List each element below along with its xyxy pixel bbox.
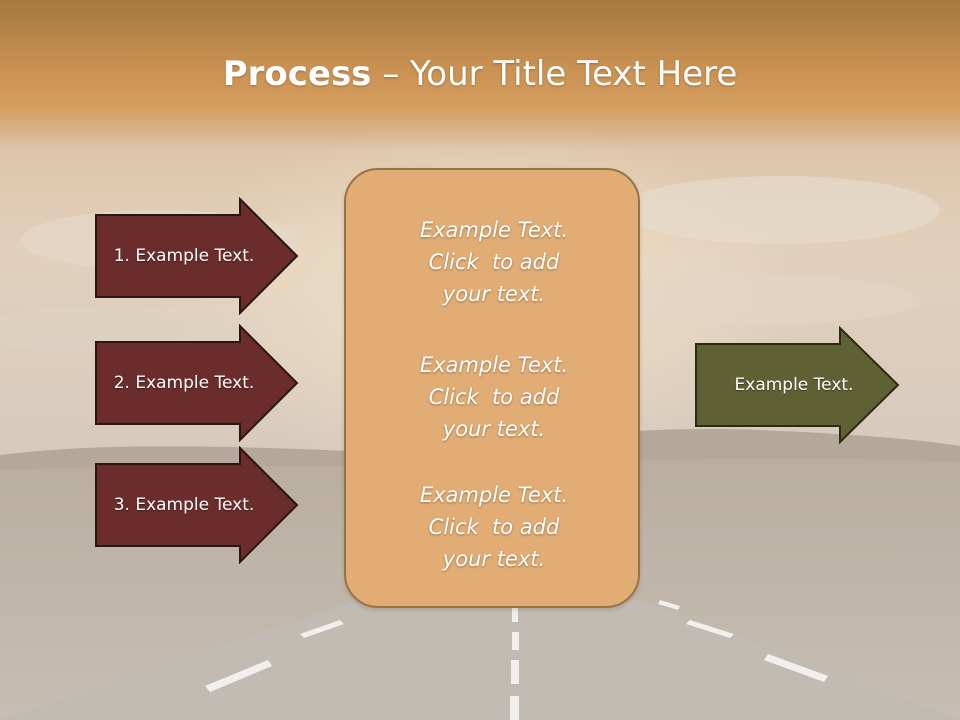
center-text-block-1: Example Text. Click to add your text. bbox=[346, 214, 642, 310]
right-arrow[interactable]: Example Text. bbox=[694, 326, 900, 444]
arrow-shape bbox=[95, 197, 299, 315]
title-bold-text: Process bbox=[222, 54, 372, 94]
center-line: Example Text. bbox=[419, 483, 569, 507]
arrow-shape bbox=[95, 324, 299, 442]
arrow-shape bbox=[695, 326, 900, 444]
left-arrow-1[interactable]: 1. Example Text. bbox=[94, 197, 299, 315]
center-line: Example Text. bbox=[419, 218, 569, 242]
left-arrow-label: 2. Example Text. bbox=[113, 373, 255, 393]
slide-title[interactable]: Process – Your Title Text Here bbox=[0, 52, 960, 96]
center-text-box[interactable]: Example Text. Click to add your text. Ex… bbox=[344, 168, 640, 608]
title-band bbox=[0, 0, 960, 150]
center-line: your text. bbox=[442, 547, 546, 571]
left-arrow-3[interactable]: 3. Example Text. bbox=[94, 446, 299, 564]
right-arrow-label: Example Text. bbox=[734, 375, 854, 395]
center-line: Click to add bbox=[428, 515, 560, 539]
center-text-block-3: Example Text. Click to add your text. bbox=[346, 479, 642, 575]
center-line: Click to add bbox=[428, 250, 560, 274]
title-rest-text: – Your Title Text Here bbox=[371, 54, 738, 94]
arrow-shape bbox=[95, 446, 299, 564]
center-line: Example Text. bbox=[419, 353, 569, 377]
center-line: your text. bbox=[442, 417, 546, 441]
center-line: Click to add bbox=[428, 385, 560, 409]
left-arrow-2[interactable]: 2. Example Text. bbox=[94, 324, 299, 442]
center-line: your text. bbox=[442, 282, 546, 306]
center-text-block-2: Example Text. Click to add your text. bbox=[346, 349, 642, 445]
left-arrow-label: 1. Example Text. bbox=[113, 246, 255, 266]
left-arrow-label: 3. Example Text. bbox=[113, 495, 255, 515]
